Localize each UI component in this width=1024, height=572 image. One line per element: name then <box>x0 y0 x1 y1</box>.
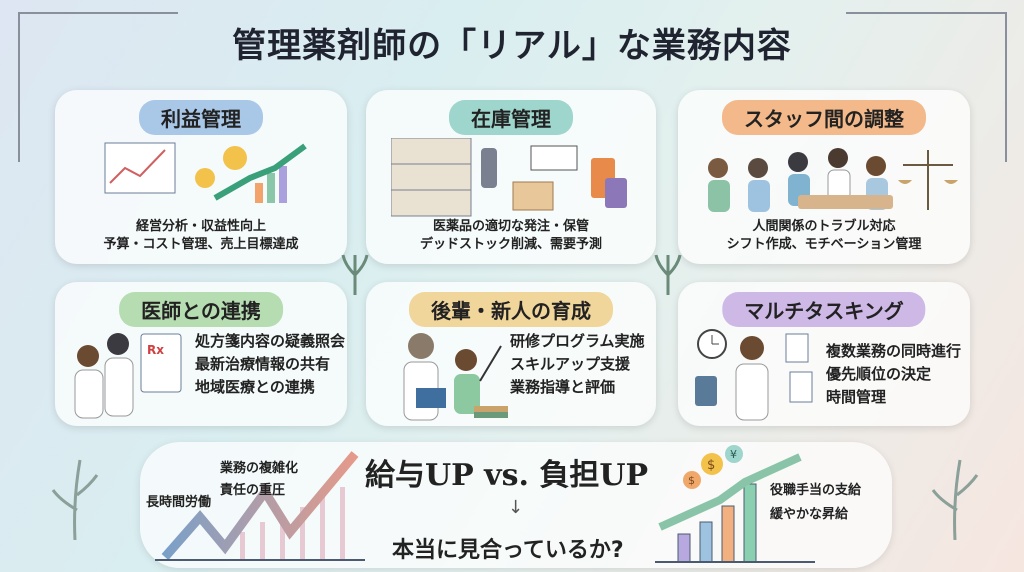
desc-line: 予算・コスト管理、売上目標達成 <box>103 237 299 252</box>
card-heading: 利益管理 <box>139 100 263 135</box>
growth-chart-icon <box>104 142 307 203</box>
staff-meeting-icon <box>708 148 958 212</box>
desc-line: 地域医療との連携 <box>195 378 315 396</box>
burden-rising-arrow-chart <box>155 451 365 561</box>
card-multitasking: マルチタスキング 複数業務の同時進行 優先順位の決定 時間管理 <box>678 282 970 426</box>
desc-line: 医薬品の適切な発注・保管 <box>432 219 589 234</box>
desc-line: 最新治療情報の共有 <box>195 355 331 373</box>
card-heading: 在庫管理 <box>449 100 573 135</box>
burden-item: 長時間労働 <box>146 495 212 510</box>
decorative-frame-top-right <box>846 12 1006 14</box>
burden-item: 責任の重圧 <box>220 483 286 498</box>
mentor-student-icon <box>403 333 508 421</box>
card-heading: スタッフ間の調整 <box>722 100 926 135</box>
coin-icon: ¥ <box>730 448 737 461</box>
salary-vs-burden-panel: 業務の複雑化 責任の重圧 長時間労働 給与UP vs. 負担UP ↓ 本当に見合… <box>140 442 892 568</box>
desc-line: 業務指導と評価 <box>510 378 616 396</box>
burden-item: 業務の複雑化 <box>220 461 299 476</box>
coin-icon: $ <box>707 458 715 473</box>
card-description: 経営分析・収益性向上 予算・コスト管理、売上目標達成 <box>55 218 347 254</box>
desc-line: スキルアップ支援 <box>510 355 631 373</box>
card-heading: 後輩・新人の育成 <box>409 292 613 327</box>
decorative-frame-top-left <box>18 12 178 14</box>
card-staff-coordination: スタッフ間の調整 人間関係のトラブル対応 シフト作成、モチベーション管理 <box>678 90 970 264</box>
decorative-frame-right <box>1005 12 1007 162</box>
page-title: 管理薬剤師の「リアル」な業務内容 <box>232 26 792 66</box>
card-inventory-management: 在庫管理 医薬品の適切な発注・保管 デッドストック削減、需要予測 <box>366 90 656 264</box>
headline: 給与UP vs. 負担UP <box>365 458 649 493</box>
svg-text:Rx: Rx <box>147 343 164 357</box>
down-arrow-icon: ↓ <box>508 497 524 518</box>
plant-icon <box>931 459 979 540</box>
card-heading: マルチタスキング <box>722 292 926 327</box>
salary-item: 緩やかな昇給 <box>770 507 849 522</box>
desc-line: 研修プログラム実施 <box>510 332 645 350</box>
pharmacy-shelf-icon <box>391 138 627 217</box>
card-description: 複数業務の同時進行 優先順位の決定 時間管理 <box>826 340 961 409</box>
card-description: 処方箋内容の疑義照会 最新治療情報の共有 地域医療との連携 <box>195 330 345 399</box>
card-heading: 医師との連携 <box>119 292 283 327</box>
leaf-icon <box>341 254 369 295</box>
card-junior-training: 後輩・新人の育成 研修プログラム実施 スキルアップ支援 業務指導と評価 <box>366 282 656 426</box>
salary-item: 役職手当の支給 <box>770 483 862 498</box>
doctor-pharmacist-icon: Rx <box>74 333 182 419</box>
salary-bar-chart: $ $ ¥ <box>655 445 815 563</box>
desc-line: 時間管理 <box>826 388 887 406</box>
multitasking-pharmacist-icon <box>695 329 813 421</box>
card-description: 医薬品の適切な発注・保管 デッドストック削減、需要予測 <box>366 218 656 254</box>
card-profit-management: 利益管理 経営分析・収益性向上 予算・コスト管理、売上目標達成 <box>55 90 347 264</box>
desc-line: 処方箋内容の疑義照会 <box>195 332 346 350</box>
leaf-icon <box>654 254 682 295</box>
desc-line: 人間関係のトラブル対応 <box>752 219 896 234</box>
card-description: 研修プログラム実施 スキルアップ支援 業務指導と評価 <box>510 330 645 399</box>
desc-line: 優先順位の決定 <box>826 365 932 383</box>
desc-line: デッドストック削減、需要予測 <box>419 237 602 252</box>
card-doctor-collaboration: 医師との連携 Rx 処方箋内容の疑義照会 最新治療情報の共有 地域医療との連携 <box>55 282 347 426</box>
desc-line: 経営分析・収益性向上 <box>135 219 266 234</box>
card-description: 人間関係のトラブル対応 シフト作成、モチベーション管理 <box>678 218 970 254</box>
plant-icon <box>51 459 99 540</box>
desc-line: シフト作成、モチベーション管理 <box>726 237 922 252</box>
question-text: 本当に見合っているか? <box>392 538 624 563</box>
coin-icon: $ <box>688 474 695 487</box>
desc-line: 複数業務の同時進行 <box>826 342 962 360</box>
